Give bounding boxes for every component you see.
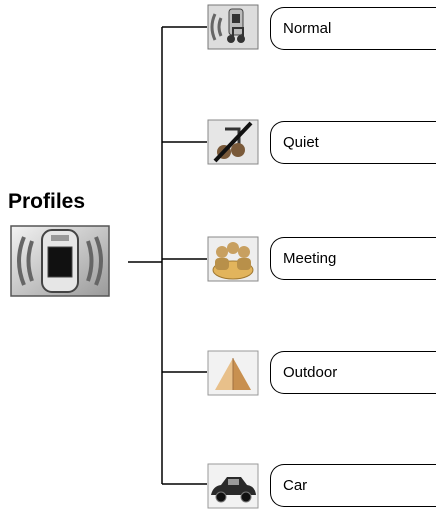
profile-button-normal[interactable]: Normal bbox=[270, 7, 436, 50]
meeting-people-icon bbox=[207, 236, 259, 282]
profile-button-car[interactable]: Car bbox=[270, 464, 436, 507]
normal-sound-icon bbox=[207, 4, 259, 50]
profile-label: Outdoor bbox=[283, 364, 338, 381]
outdoor-tent-icon bbox=[207, 350, 259, 396]
profile-label: Quiet bbox=[283, 134, 319, 151]
profile-label: Car bbox=[283, 477, 308, 494]
quiet-muted-icon bbox=[207, 119, 259, 165]
profile-button-meeting[interactable]: Meeting bbox=[270, 237, 436, 280]
root-title: Profiles bbox=[8, 190, 86, 213]
profile-button-quiet[interactable]: Quiet bbox=[270, 121, 436, 164]
profile-button-outdoor[interactable]: Outdoor bbox=[270, 351, 436, 394]
profile-label: Meeting bbox=[283, 250, 337, 267]
profile-label: Normal bbox=[283, 20, 332, 37]
car-icon bbox=[207, 463, 259, 509]
profiles-phone-icon bbox=[10, 225, 110, 297]
